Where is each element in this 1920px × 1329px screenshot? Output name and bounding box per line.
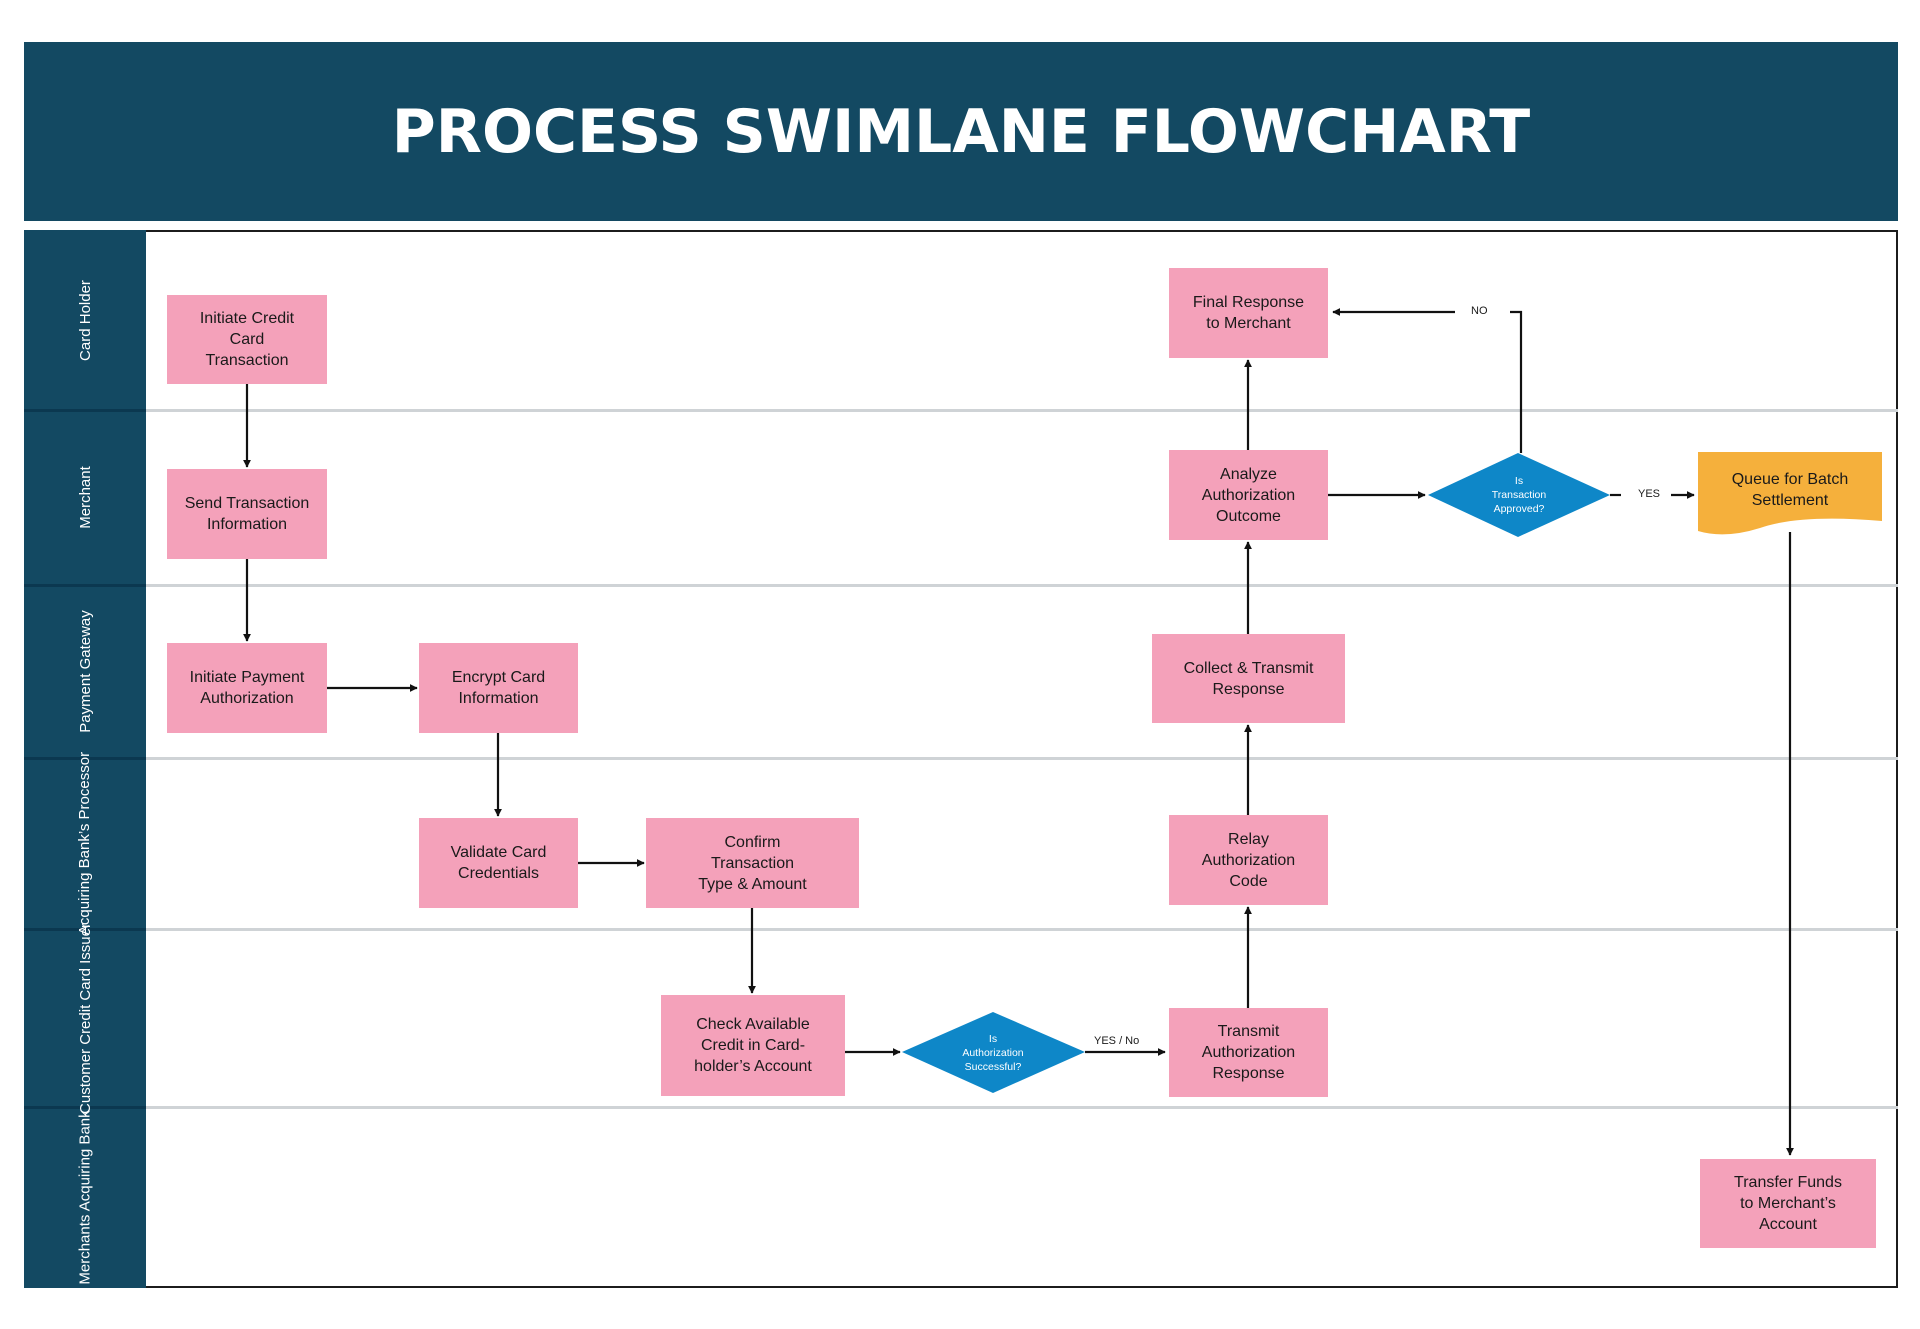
node-initiate-credit-card-transaction: Initiate Credit Card Transaction [167, 295, 327, 384]
lane-divider [24, 1106, 1898, 1109]
node-final-response-to-merchant: Final Response to Merchant [1169, 268, 1328, 358]
lane-header-divider [24, 928, 146, 931]
edge-label-yes-no: YES / No [1094, 1035, 1140, 1047]
lane-header-divider [24, 409, 146, 412]
decision-transaction-approved-label: Is Transaction Approved? [1491, 475, 1547, 515]
node-validate-card-credentials: Validate Card Credentials [419, 818, 578, 908]
edge-label-no: NO [1471, 305, 1488, 317]
arrow-approved-no-to-final [1510, 310, 1523, 453]
node-confirm-transaction: Confirm Transaction Type & Amount [646, 818, 859, 908]
lane-header-divider [24, 757, 146, 760]
node-analyze-authorization-outcome: Analyze Authorization Outcome [1169, 450, 1328, 540]
lane-header-divider [24, 1106, 146, 1109]
node-transmit-authorization-response: Transmit Authorization Response [1169, 1008, 1328, 1097]
lane-divider [24, 409, 1898, 412]
decision-authorization-successful-label: Is Authorization Successful? [962, 1032, 1024, 1073]
node-collect-transmit-response: Collect & Transmit Response [1152, 634, 1345, 723]
node-encrypt-card-information: Encrypt Card Information [419, 643, 578, 733]
decision-authorization-successful [902, 1012, 1085, 1093]
node-initiate-payment-authorization: Initiate Payment Authorization [167, 643, 327, 733]
decision-transaction-approved [1428, 453, 1610, 537]
lane-divider [24, 757, 1898, 760]
node-send-transaction-information: Send Transaction Information [167, 469, 327, 559]
edge-label-yes: YES [1638, 488, 1661, 500]
page-title: PROCESS SWIMLANE FLOWCHART [391, 96, 1531, 167]
lane-divider [24, 928, 1898, 931]
title-banner: PROCESS SWIMLANE FLOWCHART [24, 42, 1898, 221]
document-queue-shape [1698, 452, 1882, 535]
lane-header-divider [24, 584, 146, 587]
node-relay-authorization-code: Relay Authorization Code [1169, 815, 1328, 905]
node-check-available-credit: Check Available Credit in Card- holder’s… [661, 995, 845, 1096]
lane-divider [24, 584, 1898, 587]
node-queue-for-batch-settlement: Queue for Batch Settlement [1731, 471, 1849, 509]
node-transfer-funds: Transfer Funds to Merchant’s Account [1700, 1159, 1876, 1248]
